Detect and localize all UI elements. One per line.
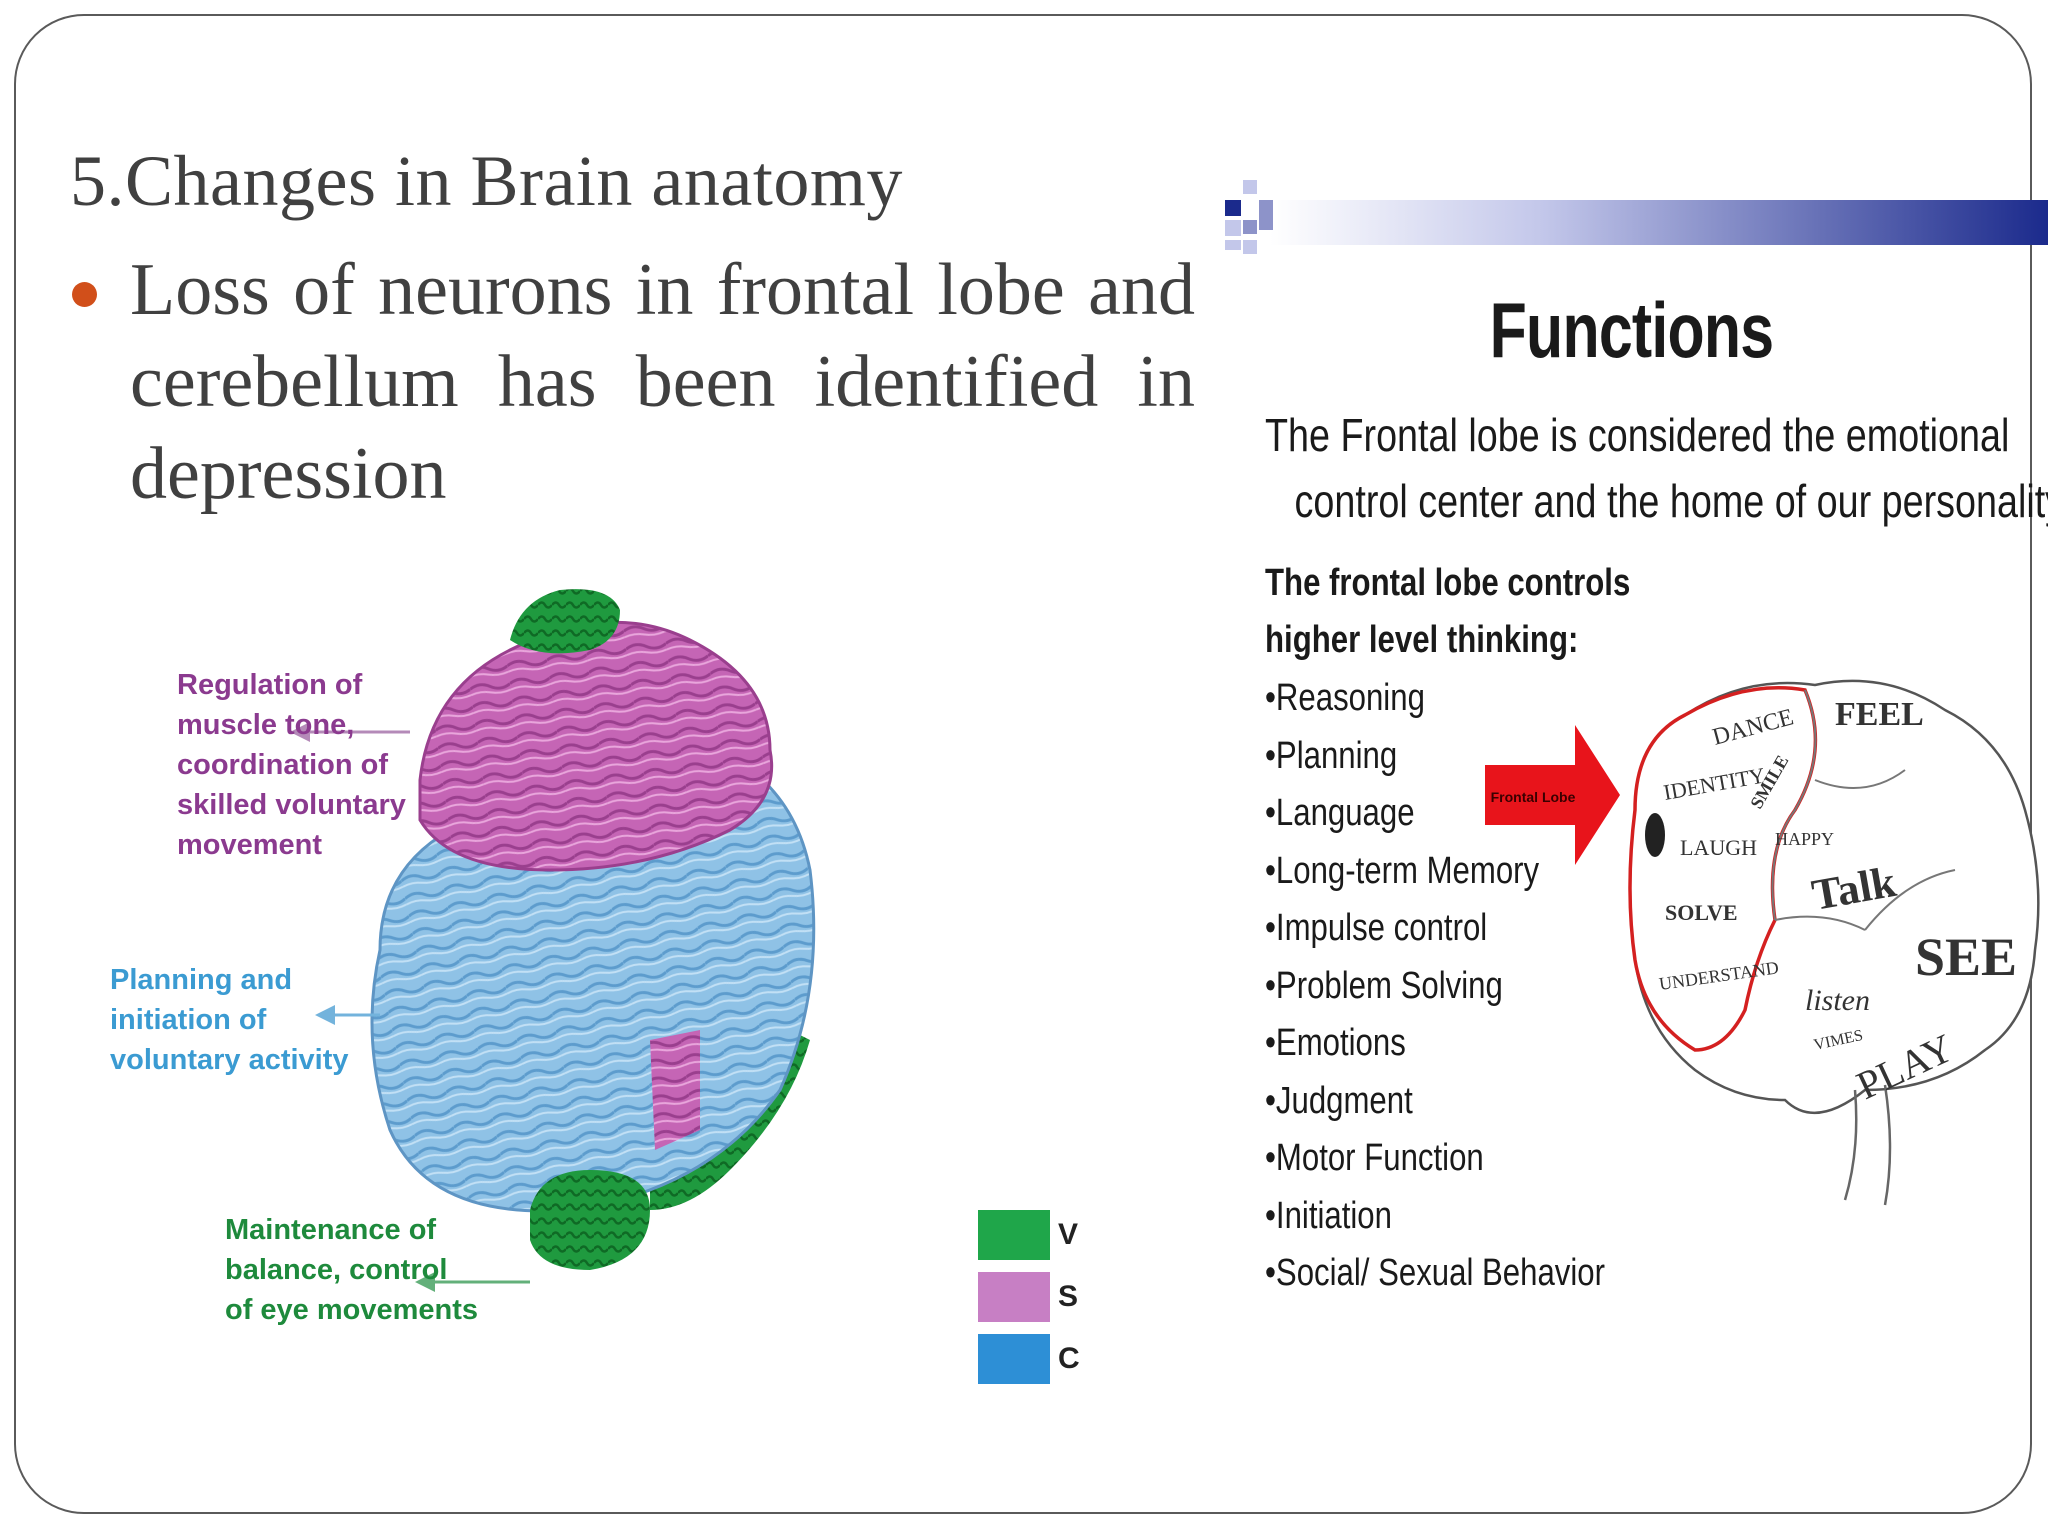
- frontal-lobe-arrow: [1485, 725, 1620, 865]
- panel-banner: [1225, 180, 2048, 254]
- controls-heading: The frontal lobe controls higher level t…: [1265, 562, 1631, 661]
- legend-letter-v: V: [1058, 1218, 1079, 1251]
- list-item: •Language: [1265, 792, 1415, 834]
- list-item: •Judgment: [1265, 1079, 1413, 1122]
- legend-row-s: S: [978, 1272, 1088, 1327]
- vermis-bottom: [530, 1170, 650, 1270]
- svg-text:listen: listen: [1805, 984, 1870, 1017]
- svg-text:SOLVE: SOLVE: [1665, 900, 1738, 925]
- svg-text:FEEL: FEEL: [1835, 696, 1924, 733]
- legend-letter-s: S: [1058, 1280, 1079, 1313]
- list-item: •Long-term Memory: [1265, 849, 1540, 892]
- label-planning: Planning and initiation of voluntary act…: [110, 964, 349, 1076]
- spinocerebellum-lobe: [418, 620, 774, 872]
- bullet-dot: [72, 282, 97, 307]
- legend-row-v: V: [978, 1210, 1088, 1265]
- label-maintenance: Maintenance of balance, control of eye m…: [225, 1214, 479, 1326]
- vermis-top: [510, 589, 620, 654]
- list-item: •Problem Solving: [1265, 964, 1503, 1007]
- svg-text:LAUGH: LAUGH: [1680, 835, 1757, 860]
- spinocerebellum-patch: [650, 1030, 700, 1150]
- svg-text:HAPPY: HAPPY: [1775, 829, 1834, 849]
- legend-swatch-c: [978, 1334, 1050, 1384]
- slide-title: 5.Changes in Brain anatomy: [70, 141, 903, 221]
- panel-heading: Functions: [1489, 286, 1774, 374]
- frontal-lobe-arrow-label: Frontal Lobe: [1491, 789, 1576, 805]
- list-item: •Reasoning: [1265, 677, 1425, 719]
- functions-panel: Functions The Frontal lobe is considered…: [1215, 165, 2048, 1295]
- list-item: •Planning: [1265, 734, 1398, 777]
- function-list: •Reasoning •Planning •Language •Long-ter…: [1265, 670, 1605, 1303]
- legend-row-c: C: [978, 1334, 1088, 1389]
- brain-outline: [1628, 679, 2040, 1115]
- list-item: •Motor Function: [1265, 1137, 1484, 1179]
- legend-swatch-v: [978, 1210, 1050, 1260]
- list-item: •Impulse control: [1265, 907, 1488, 949]
- list-item: •Initiation: [1265, 1194, 1392, 1237]
- legend-letter-c: C: [1058, 1342, 1080, 1375]
- panel-intro: The Frontal lobe is considered the emoti…: [1265, 409, 2048, 527]
- list-item: •Social/ Sexual Behavior: [1265, 1252, 1606, 1294]
- bullet-text: Loss of neurons in frontal lobe and cere…: [130, 249, 1195, 515]
- label-regulation: Regulation of muscle tone, coordination …: [177, 669, 406, 861]
- brain-sketch: Frontal Lobe DANCE FEEL IDENTITY LAUGH S…: [1485, 679, 2040, 1206]
- legend-swatch-s: [978, 1272, 1050, 1322]
- cerebellum-figure: Regulation of muscle tone, coordination …: [90, 570, 1090, 1410]
- cerebellum-illustration: [290, 589, 816, 1292]
- list-item: •Emotions: [1265, 1022, 1406, 1064]
- svg-text:SEE: SEE: [1915, 927, 2017, 987]
